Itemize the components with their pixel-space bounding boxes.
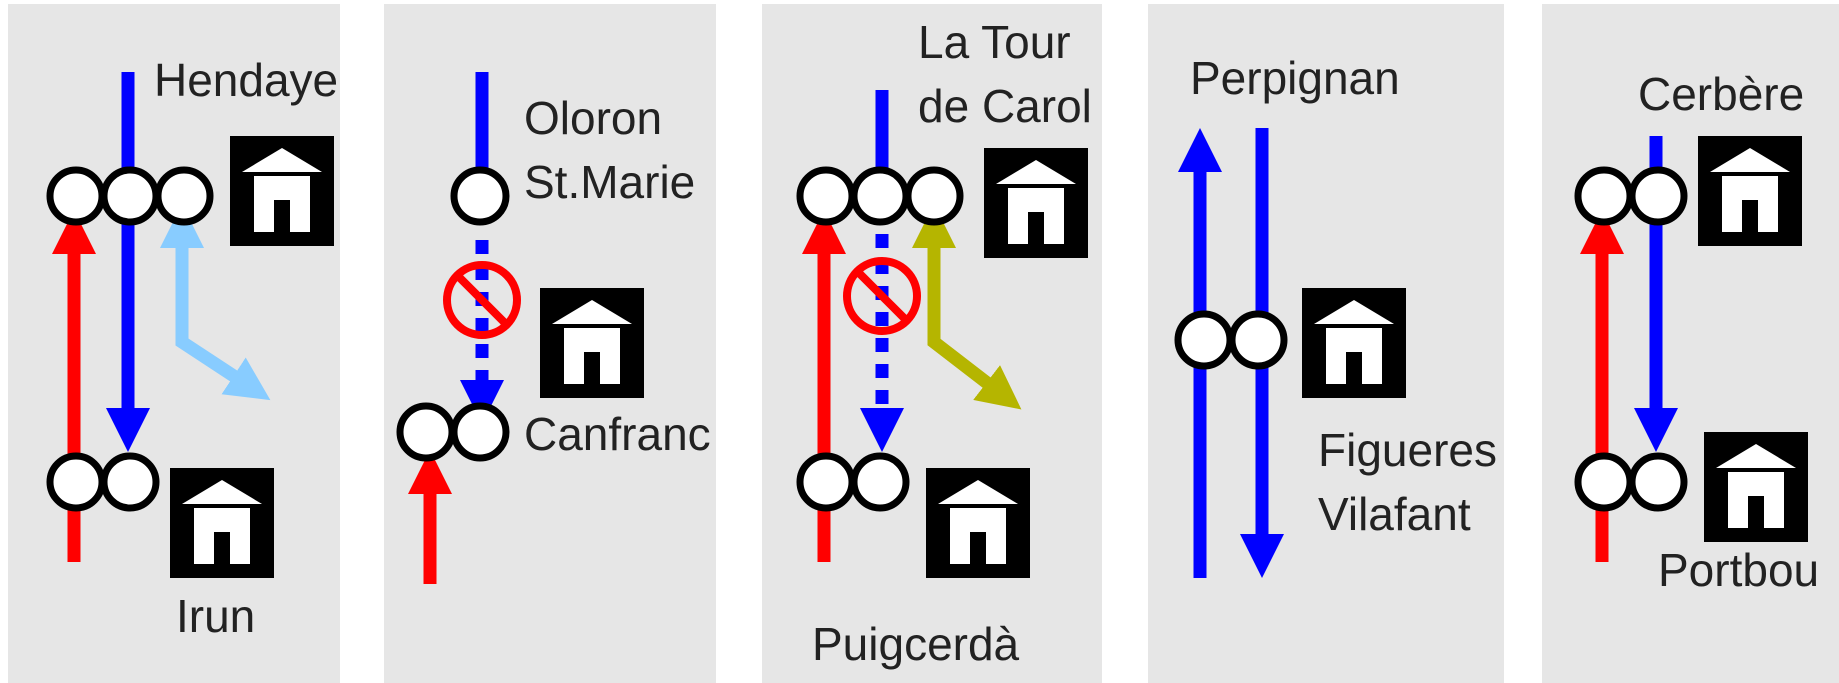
wheelset-icon <box>450 166 510 226</box>
wheelset-icon <box>1574 166 1688 226</box>
station-building-icon <box>984 148 1088 258</box>
station-label-bottom-line1: Figueres <box>1318 424 1497 476</box>
station-label-bottom: Puigcerdà <box>812 618 1020 670</box>
station-label-bottom-line2: Vilafant <box>1318 488 1471 540</box>
station-building-icon <box>230 136 334 246</box>
station-label-top: Cerbère <box>1638 68 1804 120</box>
station-label-top-line1: La Tour <box>918 16 1071 68</box>
wheelset-icon <box>1174 310 1288 370</box>
station-label-top-line2: St.Marie <box>524 156 695 208</box>
station-building-icon <box>170 468 274 578</box>
wheelset-icon <box>46 452 160 512</box>
station-label-bottom: Canfranc <box>524 408 711 460</box>
station-label-top: Hendaye <box>154 54 338 106</box>
wheelset-icon <box>796 166 964 226</box>
station-building-icon <box>540 288 644 398</box>
panel-background <box>1542 4 1839 683</box>
olive-branch-arrow-icon <box>927 258 1022 410</box>
panel-oloron-canfranc: Oloron St.Marie Canfranc <box>384 4 716 683</box>
station-label-bottom: Irun <box>176 590 255 642</box>
station-label-top-line1: Oloron <box>524 92 662 144</box>
station-label-bottom: Portbou <box>1658 544 1819 596</box>
wheelset-icon <box>1574 452 1688 512</box>
wheelset-icon <box>46 166 214 226</box>
station-building-icon <box>1698 136 1802 246</box>
station-building-icon <box>1704 432 1808 542</box>
station-label-top-line2: de Carol <box>918 80 1092 132</box>
panel-cerbere-portbou: Cerbère Portbou <box>1542 4 1839 683</box>
panel-latour-puigcerda: La Tour de Carol Puigcerdà <box>762 4 1102 683</box>
panel-hendaye-irun: Hendaye Irun <box>8 4 340 683</box>
station-building-icon <box>926 468 1030 578</box>
station-building-icon <box>1302 288 1406 398</box>
wheelset-icon <box>796 452 910 512</box>
light-blue-branch-arrow-icon <box>175 258 271 401</box>
panel-perpignan-figueres: Perpignan Figueres Vilafant <box>1148 4 1504 683</box>
wheelset-icon <box>396 402 510 462</box>
station-label-top: Perpignan <box>1190 52 1400 104</box>
